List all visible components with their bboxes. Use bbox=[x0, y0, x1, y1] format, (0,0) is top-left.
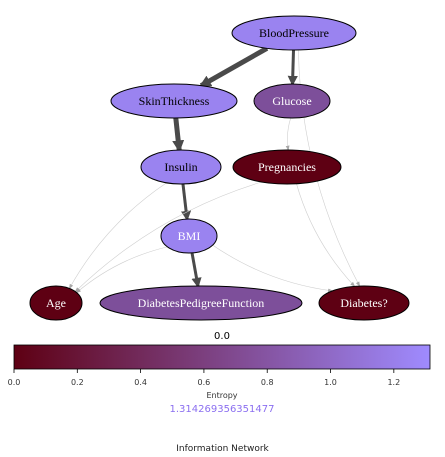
node-label: Pregnancies bbox=[258, 160, 316, 174]
edge-glucose-to-pregnancies bbox=[285, 117, 291, 152]
node-label: Insulin bbox=[164, 160, 197, 174]
node-ellipse bbox=[232, 149, 342, 185]
node-glucose[interactable]: Glucose bbox=[253, 83, 331, 119]
node-pregnancies[interactable]: Pregnancies bbox=[232, 149, 342, 185]
node-diabetes[interactable]: Diabetes? bbox=[318, 285, 410, 321]
node-label: SkinThickness bbox=[139, 94, 210, 108]
node-ellipse bbox=[29, 285, 83, 321]
colorbar-max-value: 1.314269356351477 bbox=[170, 404, 275, 415]
node-label: DiabetesPedigreeFunction bbox=[138, 296, 265, 310]
colorbar-tick-label: 1.2 bbox=[387, 378, 400, 387]
colorbar-gradient bbox=[13, 344, 431, 370]
colorbar-tick-label: 0.8 bbox=[261, 378, 274, 387]
node-ellipse bbox=[160, 218, 218, 254]
node-bloodpressure[interactable]: BloodPressure bbox=[231, 15, 357, 51]
node-ellipse bbox=[231, 15, 357, 51]
node-age[interactable]: Age bbox=[29, 285, 83, 321]
edge-skinthickness-to-insulin bbox=[172, 117, 185, 153]
node-skinthickness[interactable]: SkinThickness bbox=[110, 83, 238, 119]
colorbar-label: Entropy bbox=[206, 391, 237, 400]
node-ellipse bbox=[253, 83, 331, 119]
edge-bloodpressure-to-skinthickness bbox=[198, 46, 269, 88]
colorbar-current-value: 0.0 bbox=[214, 331, 230, 342]
colorbar-ticks: 0.0 0.2 0.4 0.6 0.8 1.0 1.2 bbox=[8, 369, 400, 387]
colorbar: 0.0 0.0 0.2 0.4 0.6 0.8 1.0 1.2 Entropy 1.3142… bbox=[8, 331, 431, 415]
node-label: Age bbox=[46, 296, 66, 310]
edge-insulin-to-bmi bbox=[181, 183, 192, 222]
edge-pregnancies-to-diabetes bbox=[296, 183, 356, 288]
colorbar-tick-label: 0.2 bbox=[71, 378, 84, 387]
edge-bmi-to-age bbox=[75, 246, 168, 294]
node-ellipse bbox=[99, 285, 303, 321]
node-insulin[interactable]: Insulin bbox=[140, 149, 222, 185]
colorbar-tick-label: 0.6 bbox=[198, 378, 211, 387]
node-ellipse bbox=[140, 149, 222, 185]
node-bmi[interactable]: BMI bbox=[160, 218, 218, 254]
edge-bloodpressure-to-glucose bbox=[287, 49, 298, 87]
node-label: Diabetes? bbox=[340, 296, 387, 310]
node-label: BMI bbox=[178, 229, 201, 243]
edge-bmi-to-diabetespedigreefunction bbox=[190, 252, 202, 289]
node-ellipse bbox=[318, 285, 410, 321]
colorbar-tick-label: 0.4 bbox=[134, 378, 147, 387]
edge-pregnancies-to-age bbox=[74, 181, 262, 293]
node-diabetespedigreefunction[interactable]: DiabetesPedigreeFunction bbox=[99, 285, 303, 321]
edge-insulin-to-age bbox=[68, 182, 167, 290]
footer-title: Information Network bbox=[176, 444, 269, 454]
edges-layer bbox=[68, 46, 361, 294]
colorbar-tick-label: 0.0 bbox=[8, 378, 21, 387]
edge-bmi-to-diabetes bbox=[212, 244, 334, 293]
node-ellipse bbox=[110, 83, 238, 119]
node-label: Glucose bbox=[272, 94, 311, 108]
node-label: BloodPressure bbox=[259, 26, 329, 40]
colorbar-tick-label: 1.0 bbox=[324, 378, 337, 387]
